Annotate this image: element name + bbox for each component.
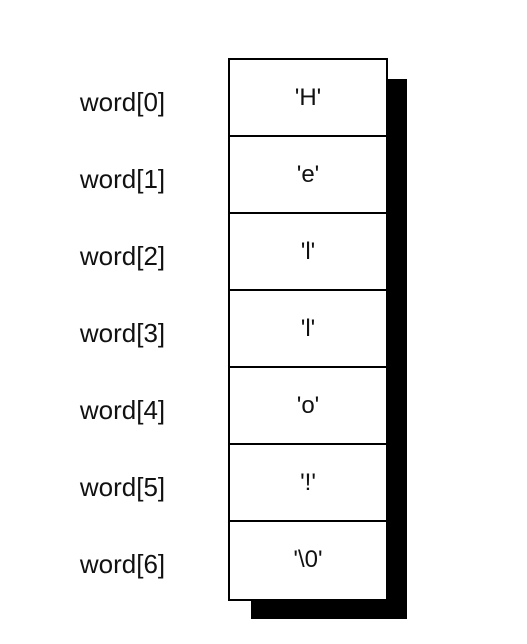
array-cell-3: 'l' bbox=[230, 291, 386, 368]
index-label-1: word[1] bbox=[79, 164, 166, 194]
array-box: 'H' 'e' 'l' 'l' 'o' '!' '\0' bbox=[228, 58, 388, 601]
array-cell-1: 'e' bbox=[230, 137, 386, 214]
array-cell-0: 'H' bbox=[230, 60, 386, 137]
index-label-4: word[4] bbox=[79, 395, 166, 425]
index-label-0: word[0] bbox=[79, 87, 166, 117]
index-label-2: word[2] bbox=[79, 241, 166, 271]
array-cell-6: '\0' bbox=[293, 545, 323, 573]
index-label-5: word[5] bbox=[79, 472, 166, 502]
index-label-3: word[3] bbox=[79, 318, 166, 348]
array-cell-5: '!' bbox=[230, 445, 386, 522]
array-cell-2: 'l' bbox=[230, 214, 386, 291]
array-cell-4: 'o' bbox=[230, 368, 386, 445]
index-label-6: word[6] bbox=[79, 549, 166, 579]
